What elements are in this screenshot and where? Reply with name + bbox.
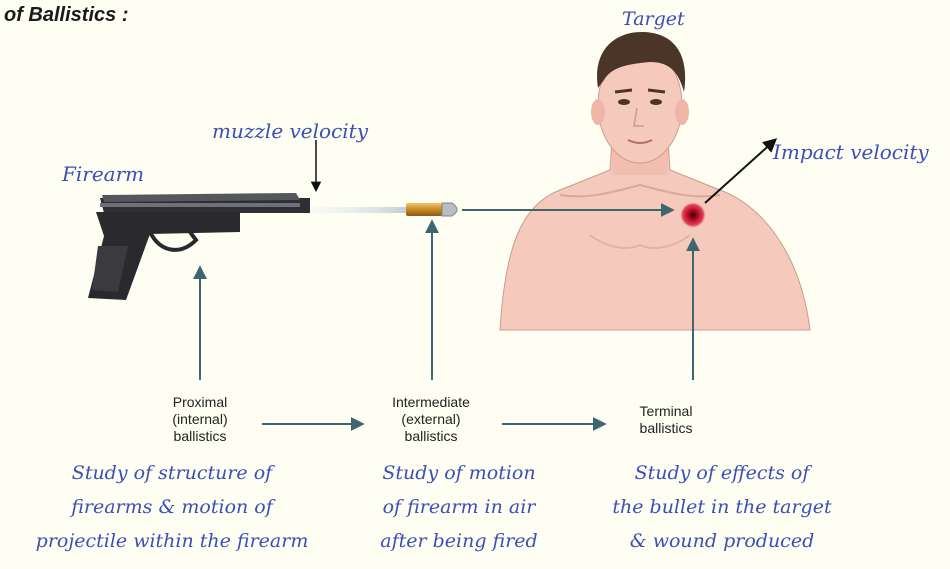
impact-velocity-arrow <box>705 140 775 203</box>
stage-terminal-line: Terminal <box>606 403 726 420</box>
stage-proximal-line: Proximal <box>140 394 260 411</box>
stage-proximal-line: ballistics <box>140 428 260 445</box>
target-person <box>500 32 810 330</box>
firearm-label: Firearm <box>62 162 144 186</box>
stage-intermediate-line: ballistics <box>366 428 496 445</box>
impact-velocity-label: Impact velocity <box>773 140 929 164</box>
desc-intermediate-line: Study of motion <box>348 456 570 490</box>
desc-proximal-line: projectile within the firearm <box>2 524 342 558</box>
desc-terminal: Study of effects of the bullet in the ta… <box>572 456 872 558</box>
desc-intermediate-line: after being fired <box>348 524 570 558</box>
desc-terminal-line: Study of effects of <box>572 456 872 490</box>
desc-proximal: Study of structure of firearms & motion … <box>2 456 342 558</box>
desc-terminal-line: the bullet in the target <box>572 490 872 524</box>
stage-proximal-line: (internal) <box>140 411 260 428</box>
desc-intermediate-line: of firearm in air <box>348 490 570 524</box>
stage-intermediate-line: Intermediate <box>366 394 496 411</box>
stage-terminal-line: ballistics <box>606 420 726 437</box>
desc-intermediate: Study of motion of firearm in air after … <box>348 456 570 558</box>
desc-proximal-line: Study of structure of <box>2 456 342 490</box>
muzzle-velocity-label: muzzle velocity <box>212 119 368 143</box>
page-title: of Ballistics : <box>4 4 128 27</box>
desc-terminal-line: & wound produced <box>572 524 872 558</box>
bullet-trail <box>310 207 410 213</box>
target-label: Target <box>622 8 685 30</box>
stage-intermediate-line: (external) <box>366 411 496 428</box>
desc-proximal-line: firearms & motion of <box>2 490 342 524</box>
stage-proximal: Proximal (internal) ballistics <box>140 394 260 445</box>
stage-terminal: Terminal ballistics <box>606 403 726 437</box>
wound-icon <box>680 202 706 228</box>
stage-intermediate: Intermediate (external) ballistics <box>366 394 496 445</box>
bullet-icon <box>406 203 457 216</box>
